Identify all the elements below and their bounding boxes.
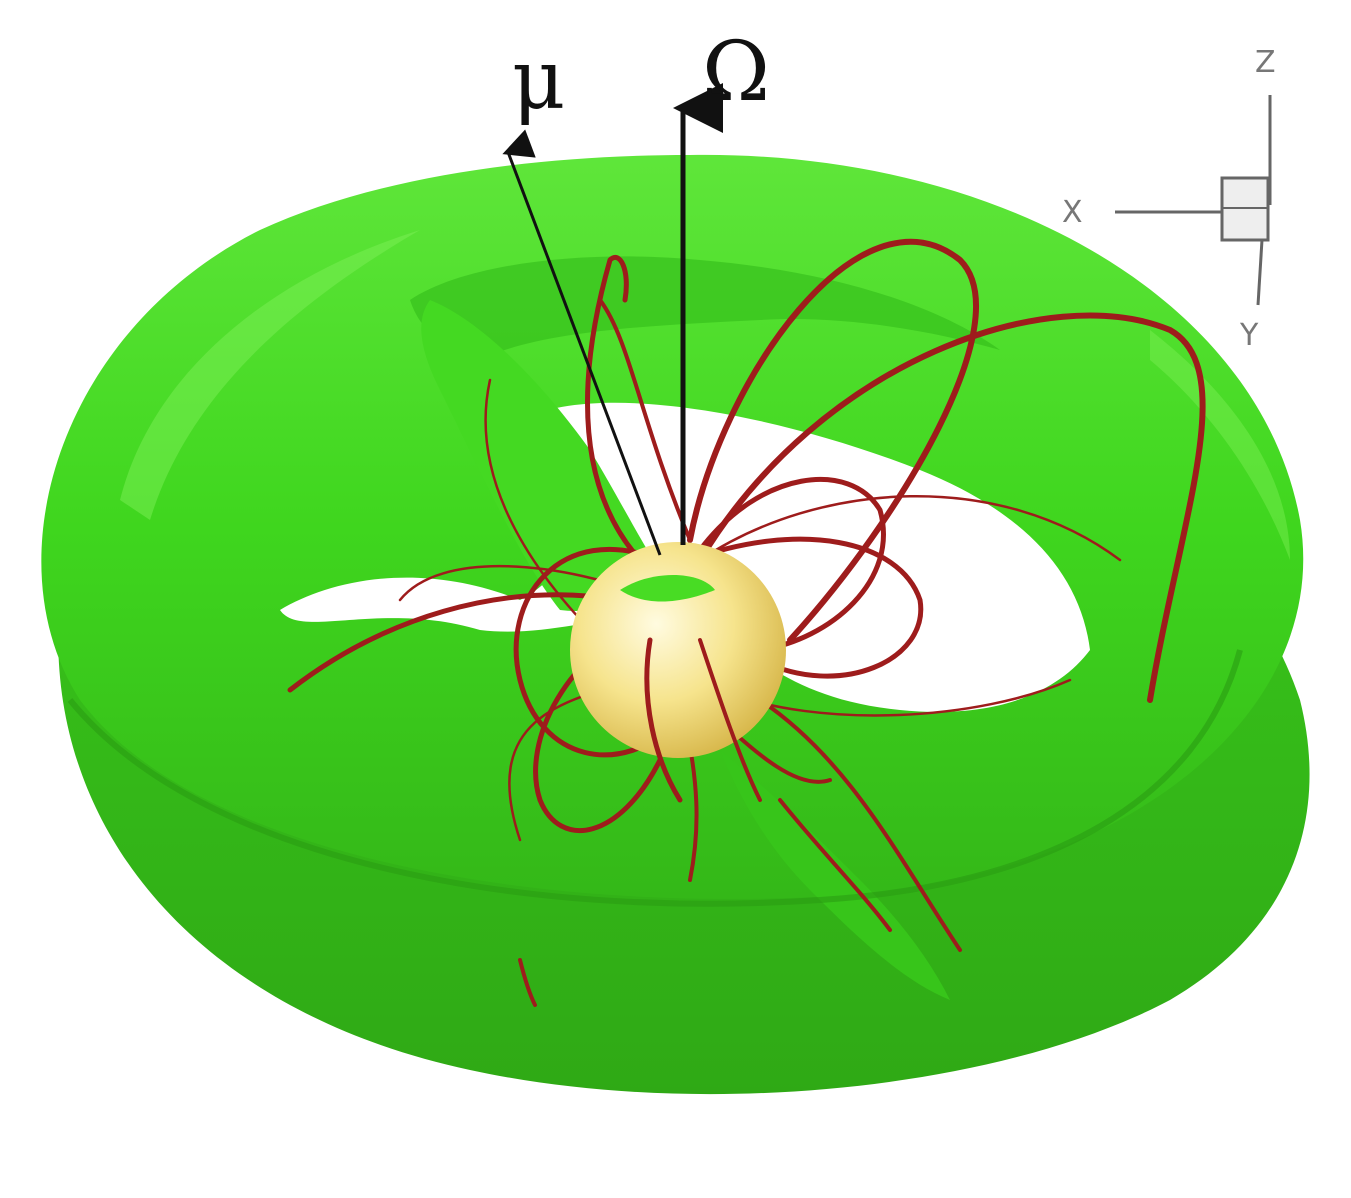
vectors: μ Ω — [502, 25, 770, 556]
field-line — [598, 298, 692, 542]
field-line — [698, 495, 1122, 562]
mu-vector — [502, 129, 662, 556]
field-line — [644, 637, 683, 803]
field-line — [697, 477, 886, 653]
field-line — [513, 546, 683, 758]
field-line — [518, 958, 537, 1007]
y-axis — [1256, 239, 1264, 306]
accretion-disk — [41, 154, 1310, 1095]
accretion-funnel-lower — [720, 750, 950, 1000]
field-line — [687, 536, 924, 679]
hot-spot — [620, 575, 715, 602]
disk-lower-band — [58, 580, 1310, 1095]
omega-label: Ω — [702, 25, 770, 120]
disk-highlight — [120, 230, 420, 520]
mu-label: μ — [512, 33, 565, 128]
triad-y-label: Y — [1239, 318, 1259, 353]
triad-x-label: X — [1062, 195, 1083, 230]
star-sphere-icon — [570, 542, 786, 758]
field-line — [697, 312, 1206, 703]
field-line — [687, 238, 980, 643]
foreground-field-lines — [644, 637, 762, 803]
magnetic-field-lines — [287, 238, 1206, 1007]
disk-ring — [41, 154, 1304, 899]
accretion-funnel-upper — [421, 300, 660, 611]
field-line — [698, 638, 762, 802]
axes-triad: Z X Y — [1062, 45, 1276, 353]
field-line — [585, 255, 643, 563]
triad-z-label: Z — [1255, 45, 1276, 80]
disk-highlight-right — [1150, 330, 1290, 560]
field-line — [778, 798, 892, 932]
disk-seam — [67, 649, 1243, 907]
field-line — [287, 592, 623, 693]
field-line — [484, 378, 602, 642]
field-line — [758, 698, 962, 952]
star — [570, 542, 786, 758]
